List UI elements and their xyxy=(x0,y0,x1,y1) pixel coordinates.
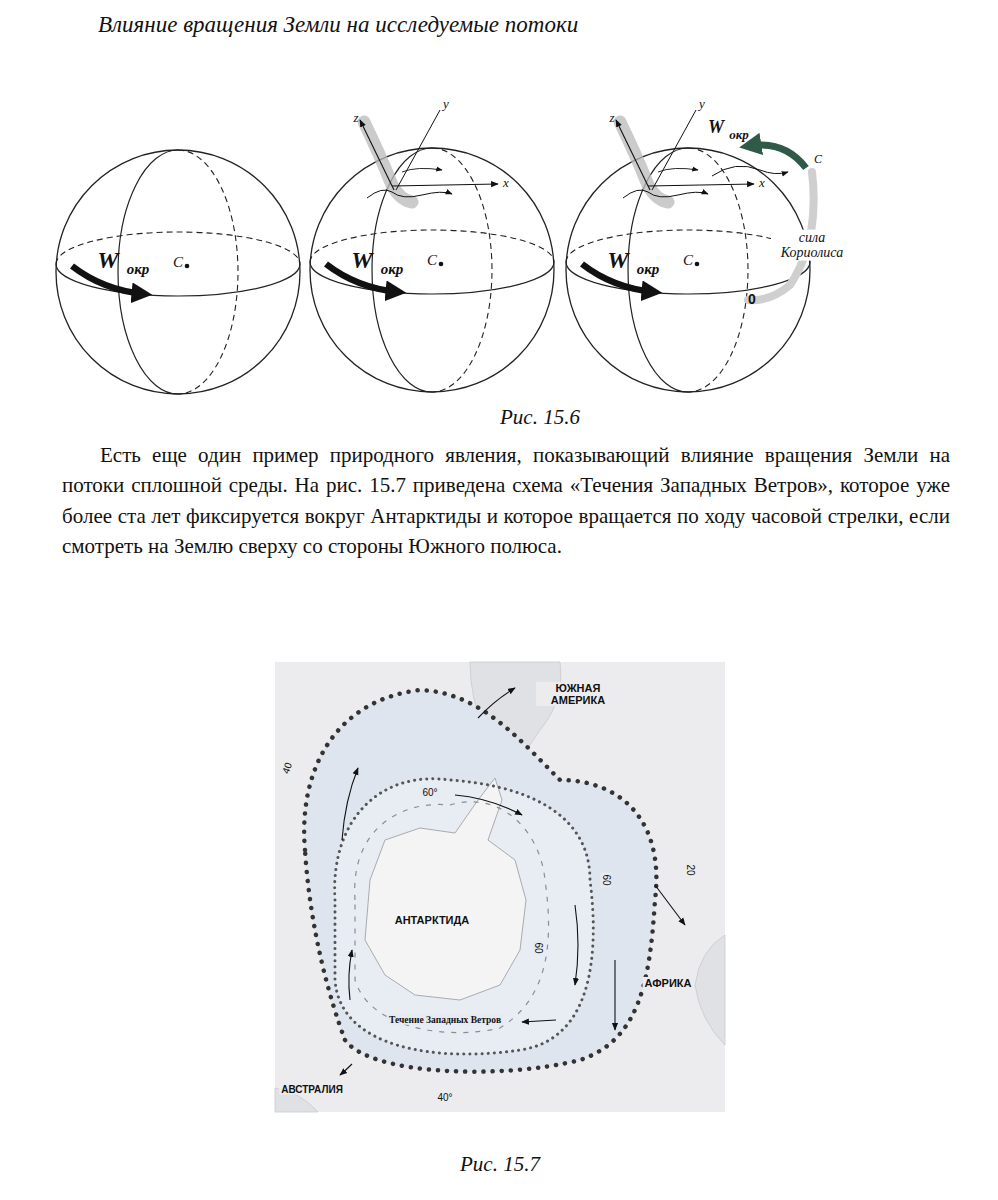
vector-subscript: окр xyxy=(381,261,404,278)
axis-label: z xyxy=(609,111,614,125)
longitude-label: 20 xyxy=(685,862,696,877)
continent-label: АФРИКА xyxy=(643,977,694,989)
center-label: C xyxy=(683,252,693,269)
latitude-label: 60 xyxy=(533,940,544,955)
vector-symbol: W xyxy=(708,118,724,138)
point-label: 0 xyxy=(748,292,756,307)
vector-symbol: W xyxy=(97,247,118,273)
axis-label: x xyxy=(759,176,765,190)
center-label: C xyxy=(427,252,437,269)
vector-symbol: W xyxy=(351,247,372,273)
axis-label: z xyxy=(353,111,358,125)
running-head: Влияние вращения Земли на исследуемые по… xyxy=(98,12,578,37)
latitude-label: 60 xyxy=(601,872,612,887)
figure-caption: Рис. 15.6 xyxy=(500,406,580,429)
point-label: C xyxy=(814,153,822,166)
latitude-label: 40° xyxy=(435,1092,454,1103)
vector-subscript: окр xyxy=(637,261,660,278)
continent-label: АВСТРАЛИЯ xyxy=(279,1084,345,1095)
axis-label: y xyxy=(699,97,705,111)
vector-symbol: W xyxy=(607,247,628,273)
axis-label: y xyxy=(443,97,449,111)
figure-caption: Рис. 15.7 xyxy=(460,1153,540,1176)
axis-label: x xyxy=(503,176,509,190)
continent-label: АНТАРКТИДА xyxy=(393,914,472,926)
latitude-label: 60° xyxy=(420,787,439,798)
center-label: C xyxy=(173,254,183,271)
continent-label: ЮЖНАЯ АМЕРИКА xyxy=(536,682,620,706)
vector-subscript: окр xyxy=(729,128,749,142)
body-paragraph: Есть еще один пример природного явления,… xyxy=(62,440,950,562)
vector-subscript: окр xyxy=(127,261,150,278)
current-label: Течение Западных Ветров xyxy=(387,1015,503,1025)
force-label: сила Кориолиса xyxy=(771,230,853,261)
